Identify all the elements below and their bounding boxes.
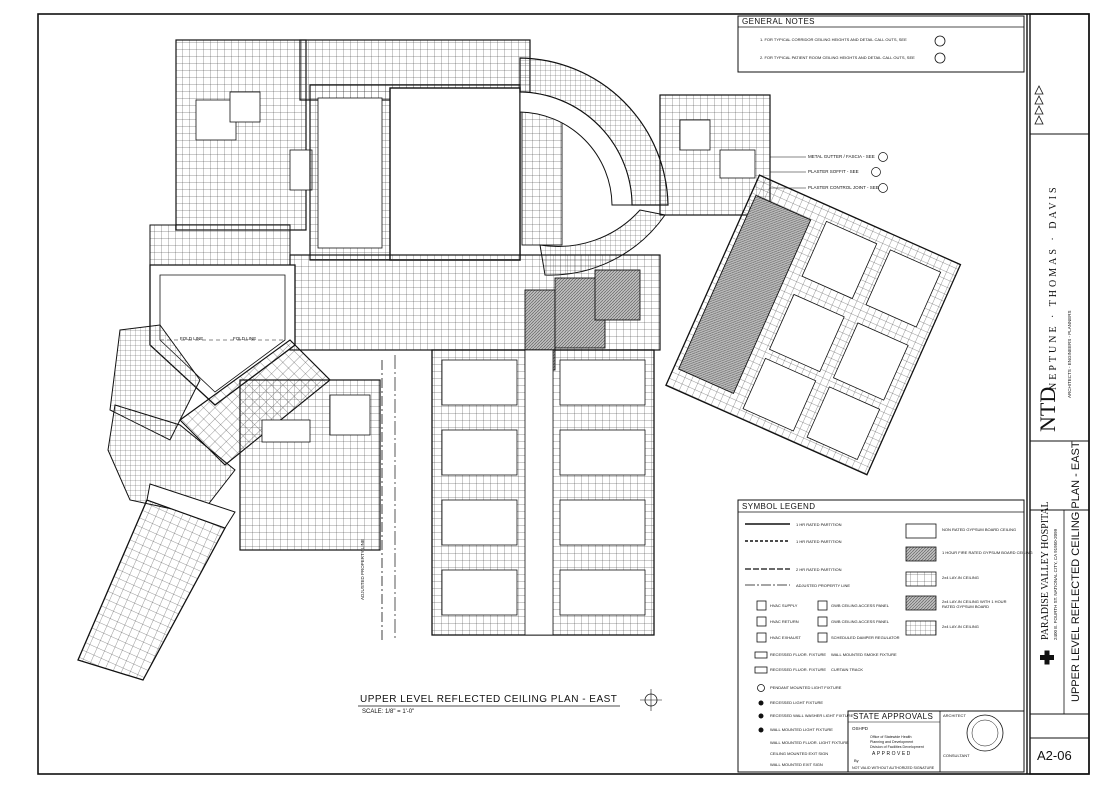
legend-item-2x4-ceiling-b: 2x4 LAY-IN CEILING xyxy=(942,624,979,629)
general-note-1: 1. FOR TYPICAL CORRIDOR CEILING HEIGHTS … xyxy=(760,37,907,42)
north-arrow xyxy=(640,689,662,711)
project-address: 2400 E. FOURTH ST. NATIONAL CITY, CA 919… xyxy=(1053,528,1058,640)
firm-name: NEPTUNE · THOMAS · DAVIS xyxy=(1048,184,1059,390)
drawing-title: UPPER LEVEL REFLECTED CEILING PLAN - EAS… xyxy=(360,694,618,705)
symbol-legend-heading: SYMBOL LEGEND xyxy=(742,502,816,511)
project-name: PARADISE VALLEY HOSPITAL xyxy=(1040,501,1051,640)
legend-item-1hr-partition-a: 1 HR RATED PARTITION xyxy=(796,522,842,527)
property-line-label: ADJUSTED PROPERTY LINE xyxy=(360,539,365,600)
approvals-not-valid: NOT VALID WITHOUT AUTHORIZED SIGNATURE xyxy=(852,766,935,770)
legend-item-hvac-supply: HVAC SUPPLY xyxy=(770,603,798,608)
legend-item-hvac-return: HVAC RETURN xyxy=(770,619,799,624)
legend-item-1hr-ceiling: 1 HOUR FIRE RATED GYPSUM BOARD CEILING xyxy=(942,550,1033,555)
legend-item-recessed-light: RECESSED LIGHT FIXTURE xyxy=(770,700,824,705)
state-approvals-heading: STATE APPROVALS xyxy=(853,712,934,721)
legend-item-nonrated-ceiling: NON RATED GYPSUM BOARD CEILING xyxy=(942,527,1017,532)
legend-item-damper: SCHEDULED DAMPER REGULATOR xyxy=(831,635,900,640)
approvals-approved: APPROVED xyxy=(872,751,912,757)
callout-metal-gutter: METAL GUTTER / FASCIA - SEE xyxy=(808,154,875,159)
diagonal-link xyxy=(107,324,331,516)
legend-item-access-panel-a: GWB CEILING ACCESS PANEL xyxy=(831,603,889,608)
drawing-scale: SCALE: 1/8" = 1'-0" xyxy=(362,709,415,715)
legend-item-wall-fluor-light: WALL MOUNTED FLUOR. LIGHT FIXTURE xyxy=(770,740,849,745)
approvals-office-1: Office of Statewide Health xyxy=(870,735,912,739)
fold-line-label-left: FOLD LINE xyxy=(180,336,204,341)
legend-item-fluor-fixture-a: RECESSED FLUOR. FIXTURE xyxy=(770,652,827,657)
approvals-office-2: Planning and Development xyxy=(870,740,914,744)
fold-line-label-right: FOLD LINE xyxy=(233,336,257,341)
architect-seal xyxy=(966,714,1004,752)
legend-item-2x4-ceiling-rated: 2x4 LAY-IN CEILING WITH 1 HOUR RATED GYP… xyxy=(942,599,1007,609)
legend-item-ceiling-exit: CEILING MOUNTED EXIT SIGN xyxy=(770,751,829,756)
revision-deltas xyxy=(1034,85,1044,125)
general-notes-heading: GENERAL NOTES xyxy=(742,17,815,26)
legend-item-wall-exit: WALL MOUNTED EXIT SIGN xyxy=(770,762,823,767)
south-patient-tower xyxy=(431,349,655,636)
legend-item-property-line: ADJUSTED PROPERTY LINE xyxy=(796,583,851,588)
legend-item-1hr-partition-b: 1 HR RATED PARTITION xyxy=(796,539,842,544)
east-wing xyxy=(665,174,962,476)
legend-item-curtain-track: CURTAIN TRACK xyxy=(831,667,864,672)
general-note-2: 2. FOR TYPICAL PATIENT ROOM CEILING HEIG… xyxy=(760,55,915,60)
approvals-oshpd: OSHPD xyxy=(852,726,869,731)
legend-item-fluor-fixture-b: RECESSED FLUOR. FIXTURE xyxy=(770,667,827,672)
southwest-rooms xyxy=(239,360,383,640)
legend-item-wall-washer: RECESSED WALL WASHER LIGHT FIXTURE xyxy=(770,713,854,718)
south-bridge xyxy=(77,483,236,681)
firm-tagline: ARCHITECTS - ENGINEERS - PLANNERS xyxy=(1067,310,1072,398)
legend-item-access-panel-b: GWB CEILING ACCESS PANEL xyxy=(831,619,889,624)
courtyard-block xyxy=(309,84,563,261)
approvals-by: By xyxy=(854,758,859,763)
legend-item-pendant-light: PENDANT MOUNTED LIGHT FIXTURE xyxy=(770,685,842,690)
sheet-title: UPPER LEVEL REFLECTED CEILING PLAN - EAS… xyxy=(1070,441,1082,702)
legend-item-wall-light: WALL MOUNTED LIGHT FIXTURE xyxy=(770,727,833,732)
approvals-consultant: CONSULTANT xyxy=(943,753,970,758)
firm-logo-ntd: NTD xyxy=(1035,386,1060,432)
legend-item-2x4-ceiling-a: 2x4 LAY-IN CEILING xyxy=(942,575,979,580)
callout-plaster-soffit: PLASTER SOFFIT - SEE xyxy=(808,169,859,174)
legend-item-hvac-exhaust: HVAC EXHAUST xyxy=(770,635,801,640)
sheet-number: A2-06 xyxy=(1037,748,1072,763)
approvals-architect: ARCHITECT xyxy=(943,713,966,718)
approvals-office-3: Division of Facilities Development xyxy=(870,745,924,749)
legend-item-2hr-partition: 2 HR RATED PARTITION xyxy=(796,567,842,572)
legend-item-smoke-fixture: WALL MOUNTED SMOKE FIXTURE xyxy=(831,652,897,657)
northeast-wing xyxy=(659,94,771,216)
callout-control-joint: PLASTER CONTROL JOINT - SEE xyxy=(808,185,879,190)
hospital-cross-logo xyxy=(1040,650,1054,665)
